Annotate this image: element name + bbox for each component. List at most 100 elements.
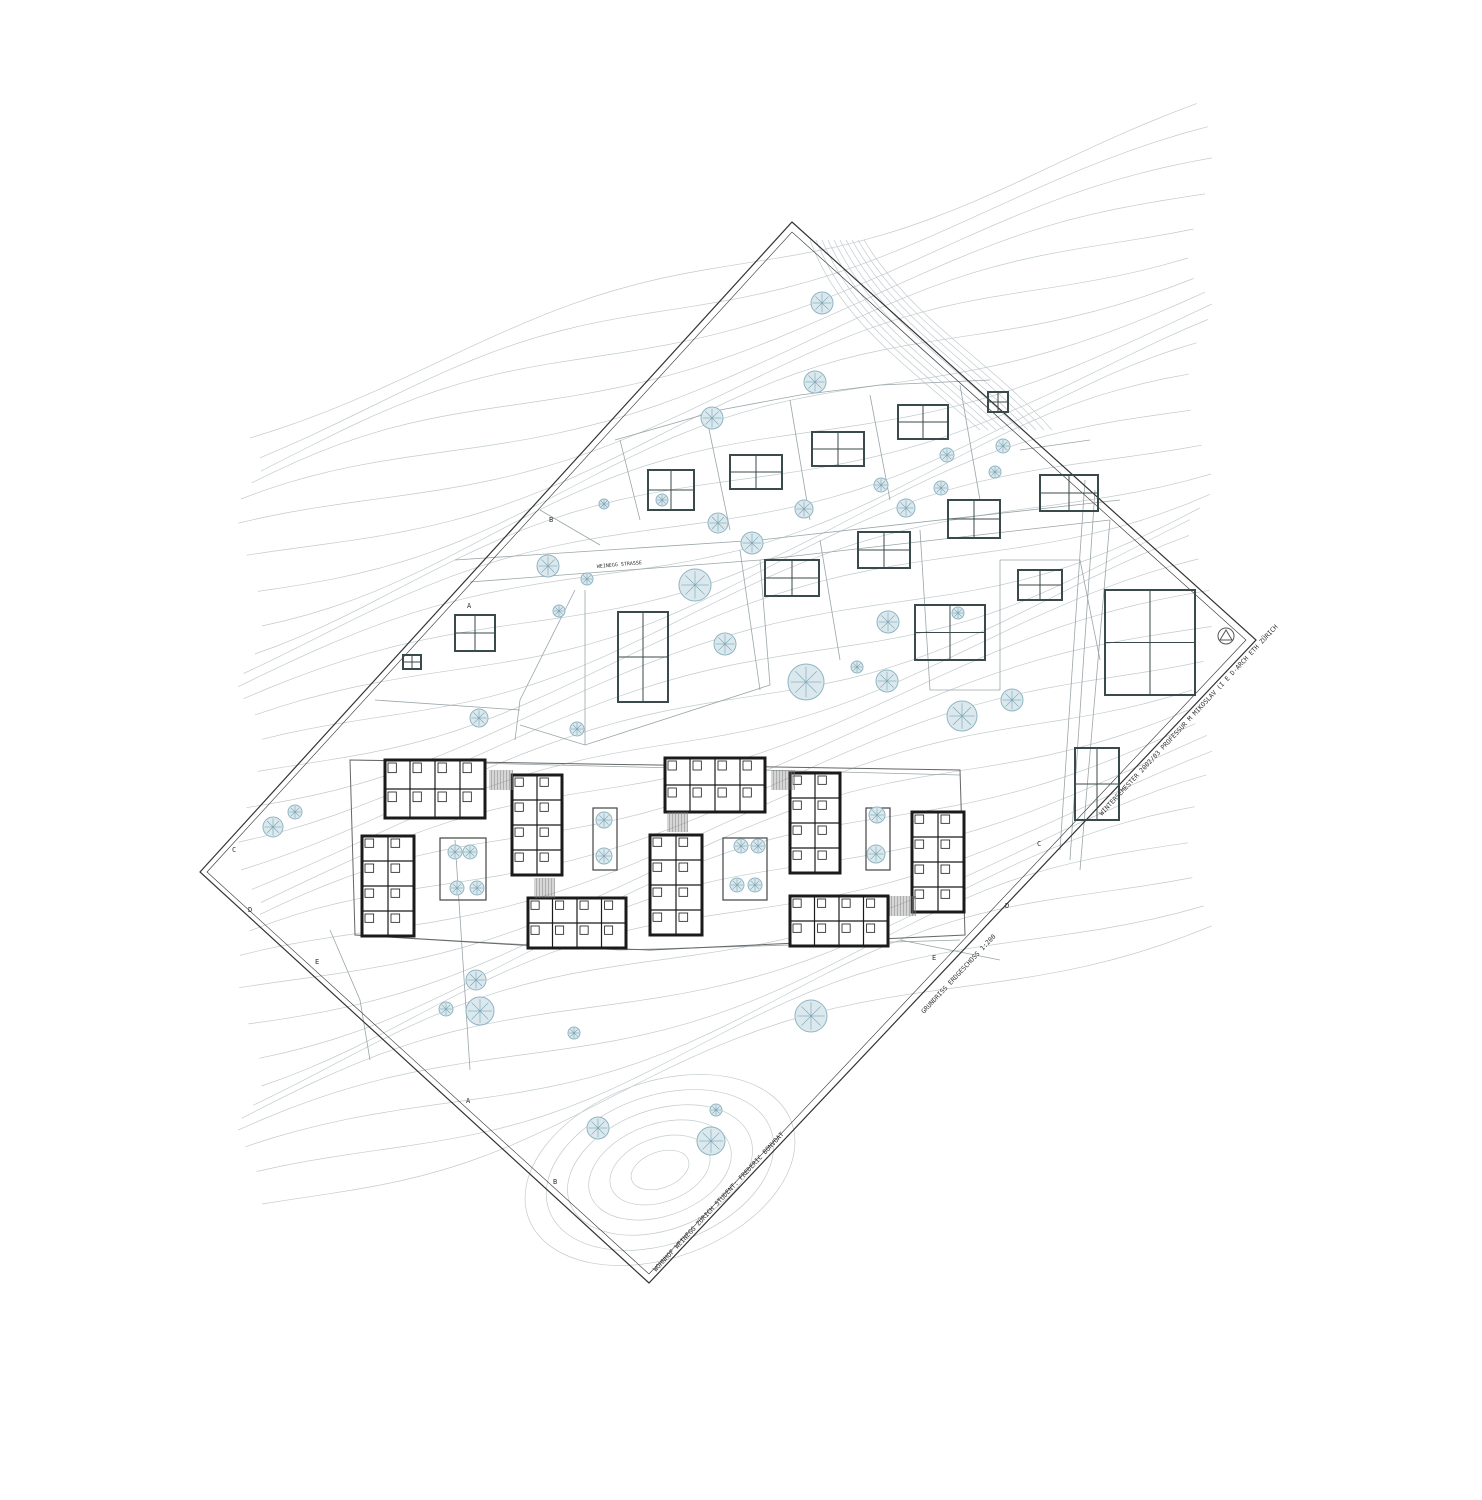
room-fixture (817, 800, 827, 810)
room-fixture (390, 863, 401, 873)
tree-icon (696, 1126, 726, 1156)
existing-houses (402, 391, 1196, 821)
tree-icon (469, 880, 485, 896)
contour-line (254, 444, 1202, 716)
trees (262, 291, 1024, 1156)
room-fixture (390, 888, 401, 898)
contour-line (238, 257, 1189, 524)
tree-icon (750, 838, 766, 854)
tree-icon (740, 531, 764, 555)
tree-branch (272, 820, 280, 828)
tree-branch (603, 814, 610, 821)
tree-icon (709, 1103, 723, 1117)
section-marker-c-right: C (1037, 840, 1041, 848)
tree-branch (600, 500, 605, 505)
tree-branch (994, 468, 999, 473)
room-fixture (530, 900, 540, 910)
tree-branch (946, 454, 952, 460)
room-fixture (364, 863, 375, 873)
tree-branch (572, 724, 578, 730)
tree-branch (475, 979, 483, 987)
tree-icon (868, 806, 886, 824)
room-fixture (678, 837, 689, 847)
tree-branch (294, 811, 300, 817)
contour-line (240, 228, 1194, 500)
room-fixture (717, 760, 727, 771)
section-markers: A B C D E A B C D E (232, 516, 1041, 1186)
tree-branch (603, 855, 610, 862)
room-fixture (678, 887, 689, 897)
contour-line (243, 342, 1197, 674)
room-fixture (692, 787, 702, 798)
tree-icon (896, 498, 916, 518)
tree-icon (951, 606, 965, 620)
room-fixture (462, 762, 472, 774)
tree-branch (452, 883, 458, 889)
tree-icon (747, 877, 763, 893)
tree-branch (876, 814, 883, 821)
room-fixture (539, 827, 549, 837)
tree-branch (871, 814, 878, 821)
tree-branch (991, 468, 996, 473)
tree-icon (729, 877, 745, 893)
tree-branch (808, 375, 816, 383)
contour-line (851, 239, 1037, 431)
tree-icon (580, 572, 594, 586)
section-marker-b-top: B (549, 516, 553, 524)
tree-branch (469, 973, 477, 981)
tree-branch (472, 883, 478, 889)
contour-line (239, 709, 1189, 989)
tree-branch (732, 884, 738, 890)
tree-branch (603, 503, 608, 508)
tree-branch (998, 441, 1004, 447)
tree-icon (794, 999, 828, 1033)
tree-branch (745, 542, 753, 550)
tree-icon (465, 969, 487, 991)
tree-branch (856, 663, 861, 668)
tree-branch (853, 666, 858, 671)
tree-branch (936, 483, 942, 489)
tree-branch (445, 1004, 451, 1010)
tree-branch (1011, 693, 1019, 701)
tree-icon (598, 498, 610, 510)
contour-line (261, 925, 1212, 1205)
tree-branch (294, 807, 300, 813)
room-fixture (841, 898, 851, 908)
room-fixture (555, 925, 565, 935)
tree-branch (685, 575, 696, 586)
tree-branch (583, 575, 588, 580)
tree-branch (465, 847, 471, 853)
tree-branch (290, 811, 296, 817)
tree-branch (597, 1121, 605, 1129)
tree-icon (700, 406, 724, 430)
room-fixture (940, 839, 951, 849)
tree-branch (573, 1032, 578, 1037)
tree-branch (591, 1121, 599, 1129)
tree-icon (939, 447, 955, 463)
tree-branch (876, 809, 883, 816)
contour-line (261, 473, 1212, 740)
tree-icon (462, 844, 478, 860)
contour-line (243, 409, 1192, 700)
room-fixture (866, 898, 876, 908)
tree-icon (794, 499, 814, 519)
room-fixture (387, 791, 397, 803)
tree-branch (718, 643, 726, 651)
tree-branch (479, 1002, 489, 1012)
tree-branch (942, 450, 948, 456)
tree-branch (603, 500, 608, 505)
tree-icon (655, 493, 669, 507)
contour-line (261, 750, 1213, 1087)
tree-branch (598, 819, 605, 826)
room-fixture (817, 923, 827, 933)
tree-branch (583, 578, 588, 583)
room-fixture (817, 825, 827, 835)
tree-branch (454, 851, 460, 857)
tree-branch (961, 715, 972, 726)
tree-branch (702, 1132, 712, 1142)
tree-icon (586, 1116, 610, 1140)
room-fixture (817, 850, 827, 860)
tree-branch (754, 880, 760, 886)
section-marker-d-right: D (1005, 902, 1009, 910)
tree-branch (751, 536, 759, 544)
